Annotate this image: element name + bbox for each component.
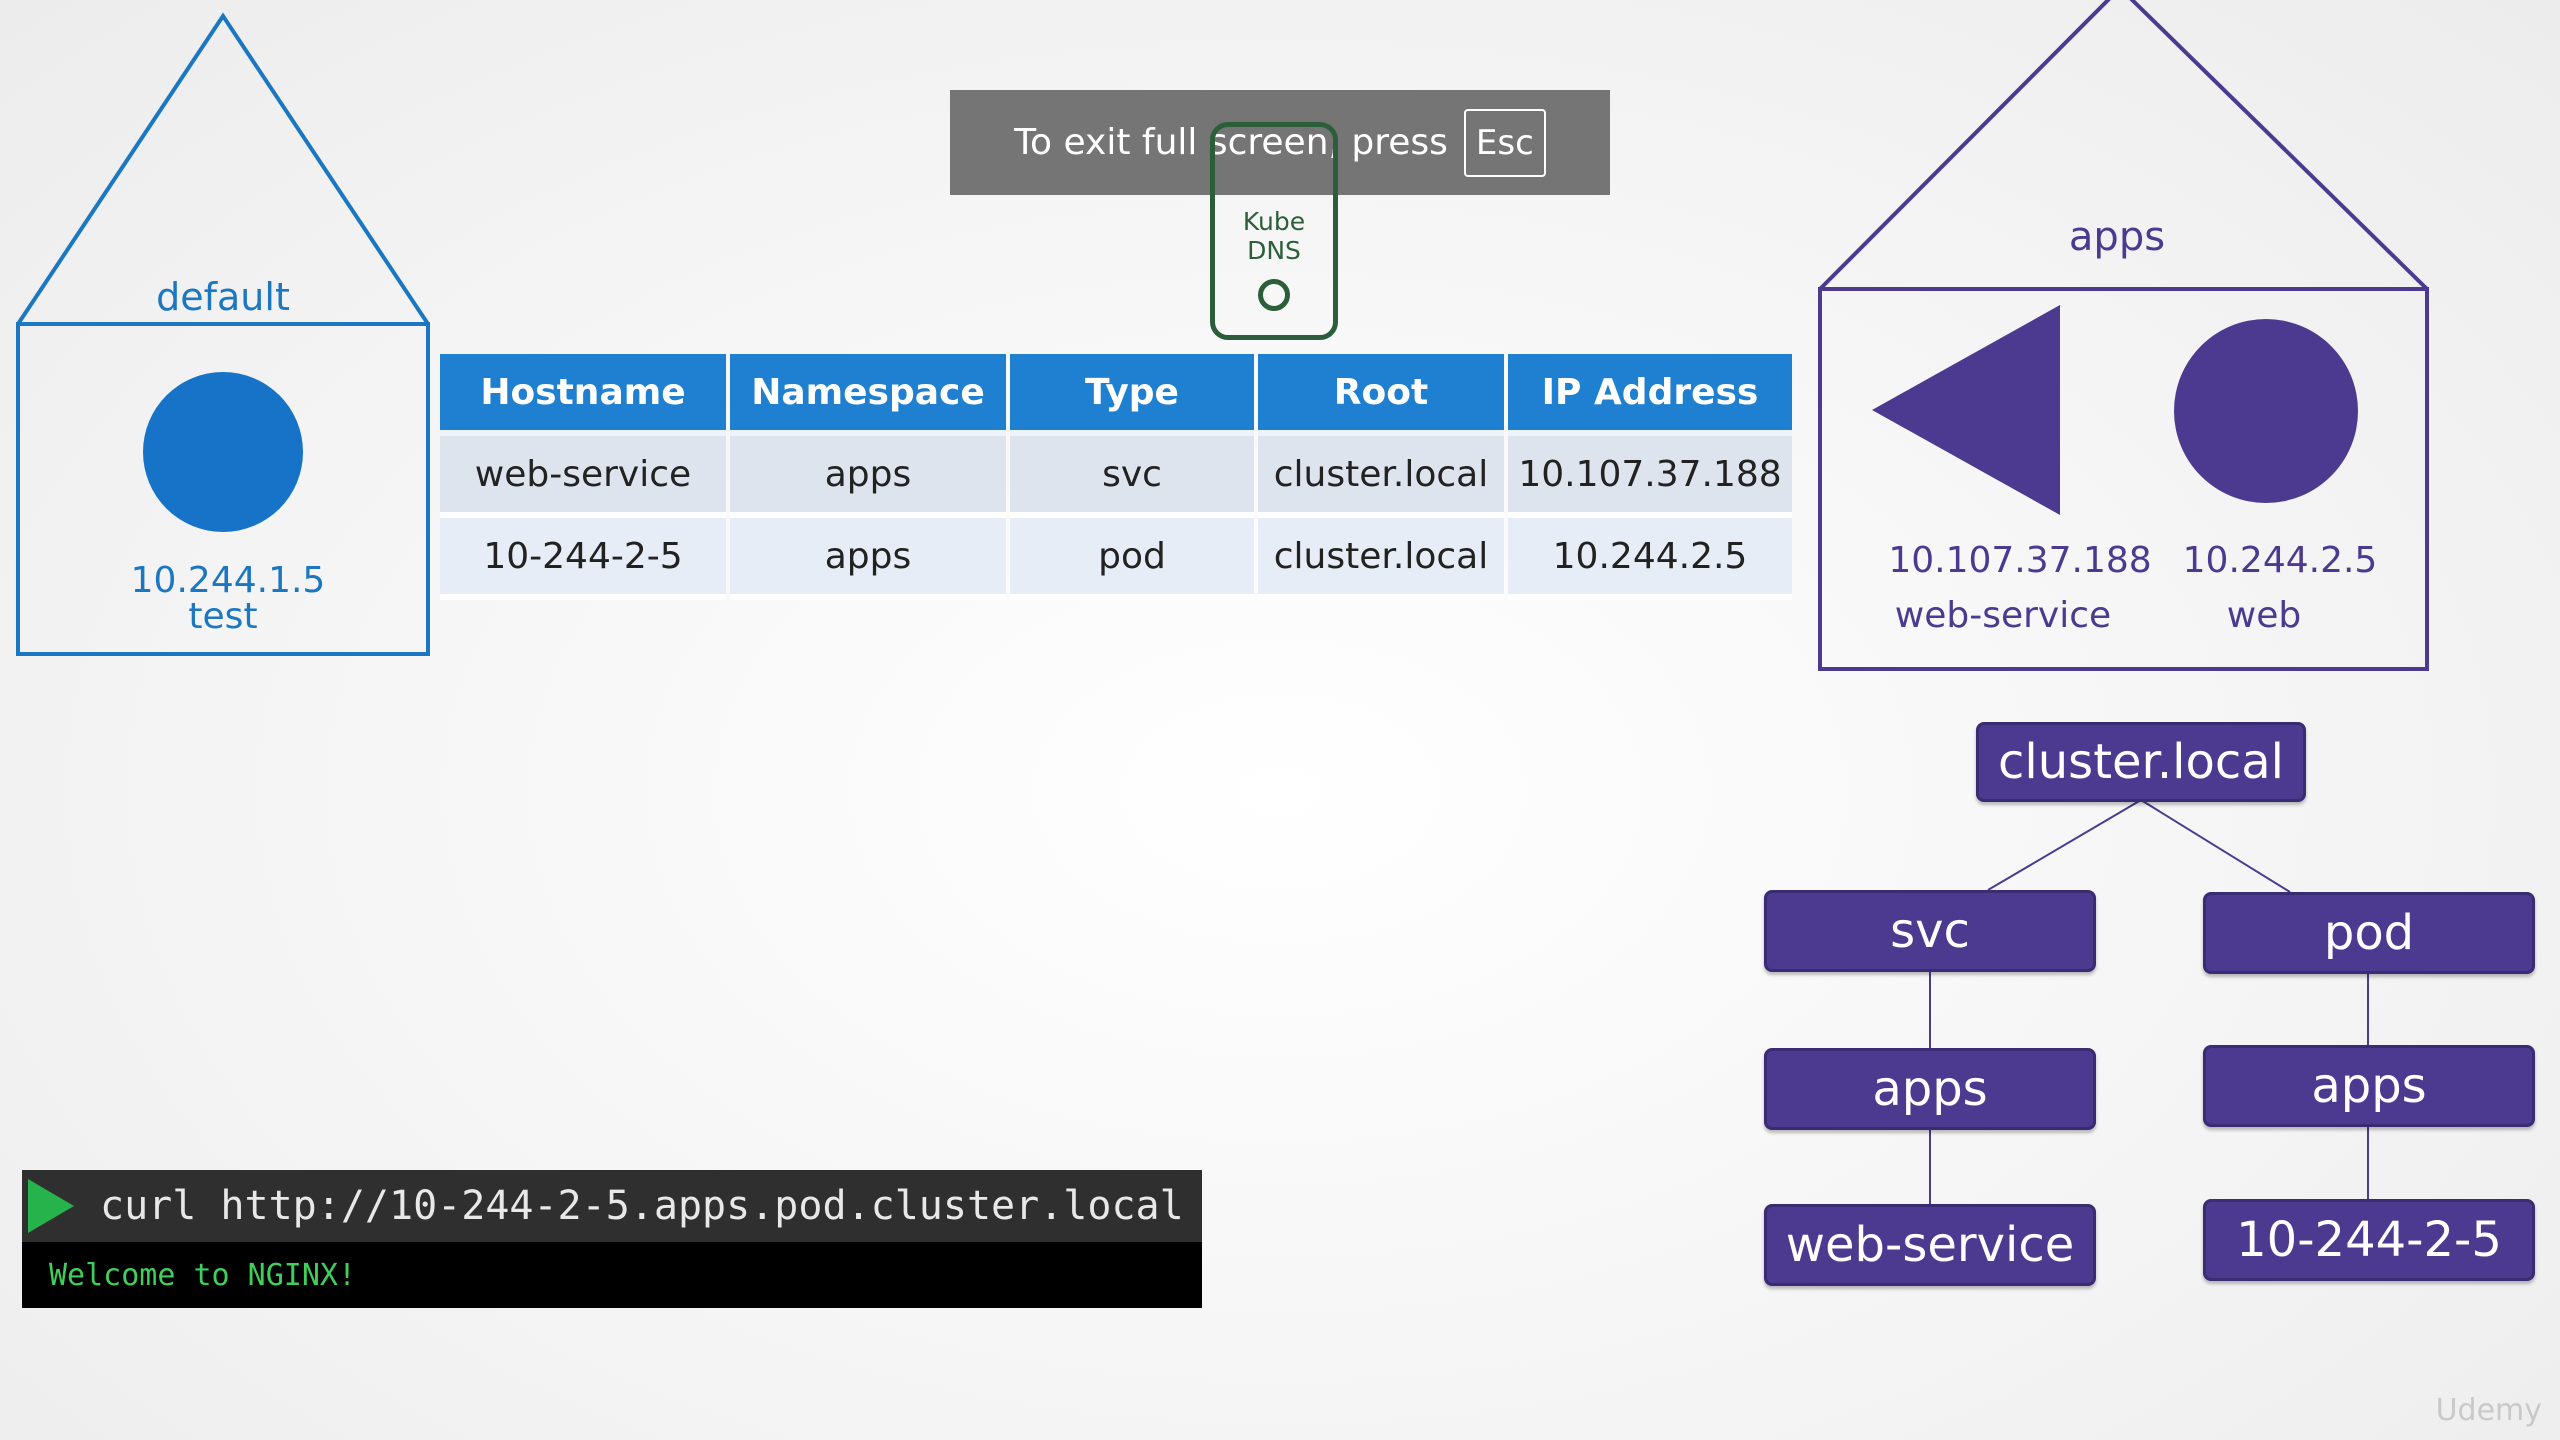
kube-dns-line2: DNS bbox=[1247, 236, 1301, 265]
header-type: Type bbox=[1010, 354, 1254, 436]
apps-box bbox=[1818, 287, 2429, 671]
table-row: web-service apps svc cluster.local 10.10… bbox=[440, 436, 1792, 518]
kube-dns-ring-icon bbox=[1258, 279, 1290, 311]
test-pod-icon bbox=[143, 372, 303, 532]
connector-root-pod bbox=[2140, 799, 2291, 893]
dns-records-table: Hostname Namespace Type Root IP Address … bbox=[436, 354, 1796, 600]
cell-type: pod bbox=[1010, 518, 1254, 600]
header-hostname: Hostname bbox=[440, 354, 726, 436]
tree-connectors bbox=[1929, 799, 2369, 1204]
test-pod-ip: 10.244.1.5 bbox=[131, 560, 326, 601]
cell-root: cluster.local bbox=[1258, 436, 1504, 518]
cell-ip-address: 10.107.37.188 bbox=[1508, 436, 1792, 518]
table-header-row: Hostname Namespace Type Root IP Address bbox=[440, 354, 1792, 436]
default-roof bbox=[16, 12, 430, 326]
cell-root: cluster.local bbox=[1258, 518, 1504, 600]
cell-type: svc bbox=[1010, 436, 1254, 518]
namespace-apps: apps 10.107.37.188 web-service 10.244.2.… bbox=[1818, 0, 2429, 671]
service-name: web-service bbox=[1895, 595, 2111, 636]
apps-label: apps bbox=[2069, 214, 2165, 260]
header-namespace: Namespace bbox=[730, 354, 1006, 436]
web-pod-ip: 10.244.2.5 bbox=[2183, 540, 2378, 581]
table-row: 10-244-2-5 apps pod cluster.local 10.244… bbox=[440, 518, 1792, 600]
default-box bbox=[16, 322, 430, 656]
fullscreen-notice-text: To exit full screen, press bbox=[1014, 122, 1448, 163]
connector-root-svc bbox=[1987, 799, 2142, 891]
cell-hostname: web-service bbox=[440, 436, 726, 518]
tree-node-cluster-local: cluster.local bbox=[1976, 722, 2306, 802]
tree-node-svc: svc bbox=[1764, 890, 2096, 972]
default-label: default bbox=[156, 275, 290, 319]
tree-node-pod: pod bbox=[2203, 892, 2535, 974]
kube-dns-box: Kube DNS bbox=[1210, 122, 1338, 340]
esc-key-badge: Esc bbox=[1463, 108, 1546, 177]
terminal-command: curl http://10-244-2-5.apps.pod.cluster.… bbox=[100, 1183, 1184, 1229]
tree-node-svc-apps: apps bbox=[1764, 1048, 2096, 1130]
web-pod-name: web bbox=[2227, 595, 2301, 636]
tree-node-web-service: web-service bbox=[1764, 1204, 2096, 1286]
cell-namespace: apps bbox=[730, 518, 1006, 600]
cell-namespace: apps bbox=[730, 436, 1006, 518]
fullscreen-notice: To exit full screen, press Esc bbox=[950, 90, 1610, 195]
tree-node-pod-name: 10-244-2-5 bbox=[2203, 1199, 2535, 1281]
service-triangle-icon bbox=[1872, 305, 2060, 515]
header-root: Root bbox=[1258, 354, 1504, 436]
terminal-output: Welcome to NGINX! bbox=[22, 1242, 1202, 1308]
kube-dns-line1: Kube bbox=[1242, 207, 1306, 236]
udemy-watermark: Udemy bbox=[2435, 1393, 2542, 1428]
tree-node-pod-apps: apps bbox=[2203, 1045, 2535, 1127]
apps-roof bbox=[1818, 0, 2429, 291]
header-ip-address: IP Address bbox=[1508, 354, 1792, 436]
test-pod-name: test bbox=[188, 596, 257, 637]
play-icon bbox=[28, 1179, 74, 1233]
terminal: curl http://10-244-2-5.apps.pod.cluster.… bbox=[22, 1170, 1202, 1308]
web-pod-icon bbox=[2174, 319, 2358, 503]
service-ip: 10.107.37.188 bbox=[1888, 540, 2151, 581]
terminal-command-line: curl http://10-244-2-5.apps.pod.cluster.… bbox=[22, 1170, 1202, 1242]
cell-ip-address: 10.244.2.5 bbox=[1508, 518, 1792, 600]
namespace-default: default 10.244.1.5 test bbox=[16, 12, 430, 656]
cell-hostname: 10-244-2-5 bbox=[440, 518, 726, 600]
